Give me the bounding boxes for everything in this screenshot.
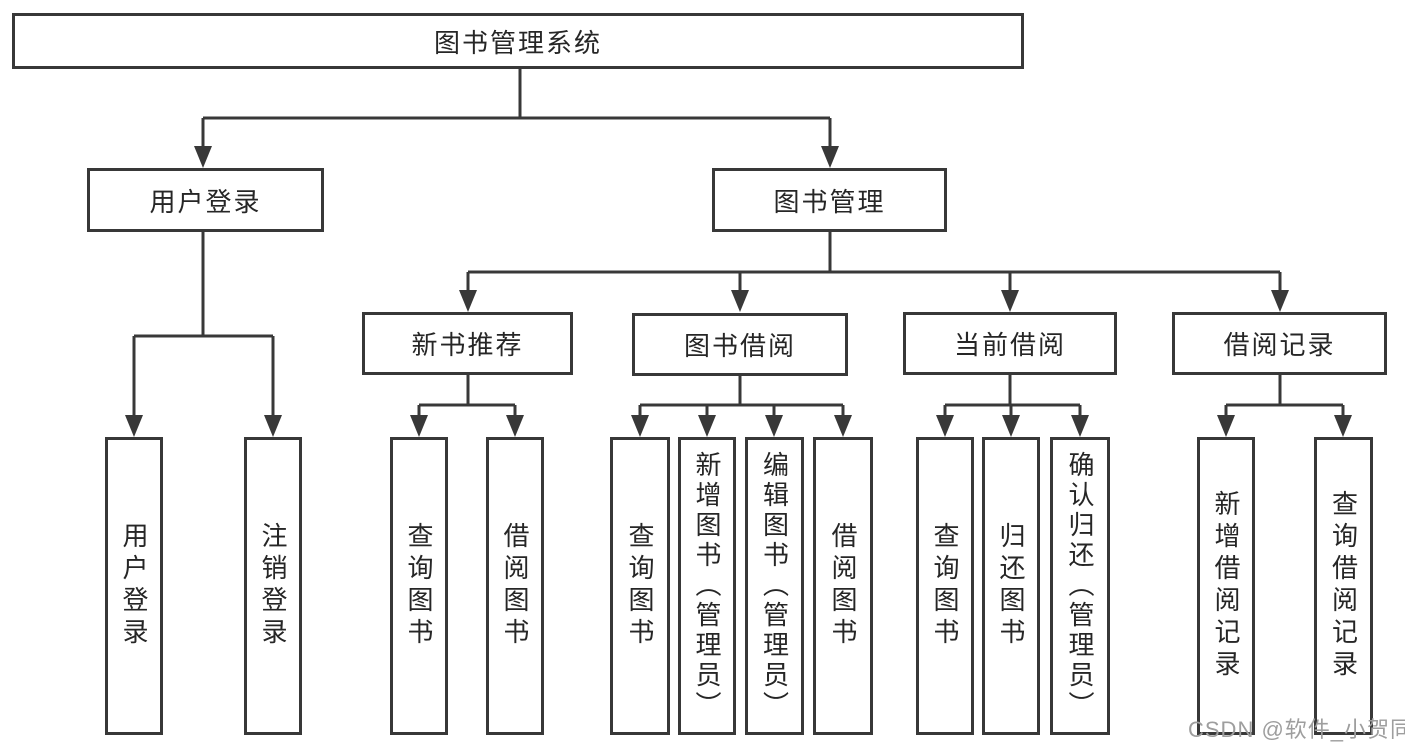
leaf-query-books: 查询图书 <box>916 437 974 735</box>
arrowhead <box>410 415 428 437</box>
node-new-book-recommend: 新书推荐 <box>362 312 573 375</box>
leaf-label: 查询图书 <box>930 522 960 650</box>
arrowhead <box>821 146 839 168</box>
node-label: 新书推荐 <box>411 330 524 360</box>
leaf-add-borrow-record: 新增借阅记录 <box>1197 437 1255 735</box>
node-label: 借阅记录 <box>1223 330 1336 360</box>
node-label: 图书借阅 <box>683 331 796 361</box>
leaf-label: 用户登录 <box>119 522 149 650</box>
connector-current-borrow-to-leaves <box>936 375 1089 437</box>
connector-user-login-to-leaves <box>125 232 282 437</box>
connector-borrow-records-to-leaves <box>1217 375 1352 437</box>
arrowhead <box>731 290 749 312</box>
arrowhead <box>1334 415 1352 437</box>
node-current-borrowing: 当前借阅 <box>903 312 1117 375</box>
csdn-watermark: CSDN @软件_小贺同学 <box>1188 717 1405 742</box>
arrowhead <box>459 290 477 312</box>
node-user-login: 用户登录 <box>87 168 324 232</box>
leaf-label: 查询借阅记录 <box>1328 490 1359 682</box>
arrowhead <box>936 415 954 437</box>
leaf-label: 查询图书 <box>404 522 434 650</box>
leaf-user-login: 用户登录 <box>105 437 163 735</box>
arrowhead <box>1271 290 1289 312</box>
leaf-add-books-admin: 新增图书（管理员） <box>678 437 736 735</box>
node-label: 图书管理 <box>773 186 886 217</box>
leaf-return-books: 归还图书 <box>982 437 1040 735</box>
leaf-label: 确认归还（管理员） <box>1065 451 1095 721</box>
leaf-label: 借阅图书 <box>500 522 530 650</box>
node-library-management-system: 图书管理系统 <box>12 13 1024 69</box>
leaf-label: 新增借阅记录 <box>1211 490 1241 682</box>
arrowhead <box>125 415 143 437</box>
arrowhead <box>834 415 852 437</box>
arrowhead <box>264 415 282 437</box>
arrowhead <box>506 415 524 437</box>
arrowhead <box>1002 415 1020 437</box>
leaf-query-books: 查询图书 <box>390 437 448 735</box>
leaf-label: 归还图书 <box>996 522 1026 650</box>
leaf-query-borrow-record: 查询借阅记录 <box>1314 437 1373 735</box>
leaf-borrow-books: 借阅图书 <box>486 437 544 735</box>
arrowhead <box>698 415 716 437</box>
arrowhead <box>1001 290 1019 312</box>
connector-new-book-to-leaves <box>410 375 524 437</box>
node-label: 当前借阅 <box>953 330 1066 360</box>
leaf-query-books: 查询图书 <box>610 437 670 735</box>
connector-book-management-to-level3 <box>459 232 1289 312</box>
leaf-label: 借阅图书 <box>828 522 858 650</box>
leaf-edit-books-admin: 编辑图书（管理员） <box>745 437 804 735</box>
node-book-borrowing: 图书借阅 <box>632 313 848 376</box>
arrowhead <box>631 415 649 437</box>
leaf-borrow-books: 借阅图书 <box>813 437 873 735</box>
leaf-label: 新增图书（管理员） <box>692 451 722 721</box>
arrowhead <box>1217 415 1235 437</box>
node-borrow-records: 借阅记录 <box>1172 312 1387 375</box>
leaf-confirm-return-admin: 确认归还（管理员） <box>1050 437 1110 735</box>
leaf-label: 查询图书 <box>625 522 655 650</box>
node-label: 用户登录 <box>149 186 262 217</box>
arrowhead <box>194 146 212 168</box>
arrowhead <box>765 415 783 437</box>
node-label: 图书管理系统 <box>433 27 602 58</box>
connector-root-to-level2 <box>194 68 839 168</box>
connector-book-borrow-to-leaves <box>631 376 852 437</box>
leaf-logout: 注销登录 <box>244 437 302 735</box>
arrowhead <box>1071 415 1089 437</box>
node-book-management: 图书管理 <box>712 168 947 232</box>
leaf-label: 注销登录 <box>258 522 288 650</box>
leaf-label: 编辑图书（管理员） <box>759 451 790 721</box>
